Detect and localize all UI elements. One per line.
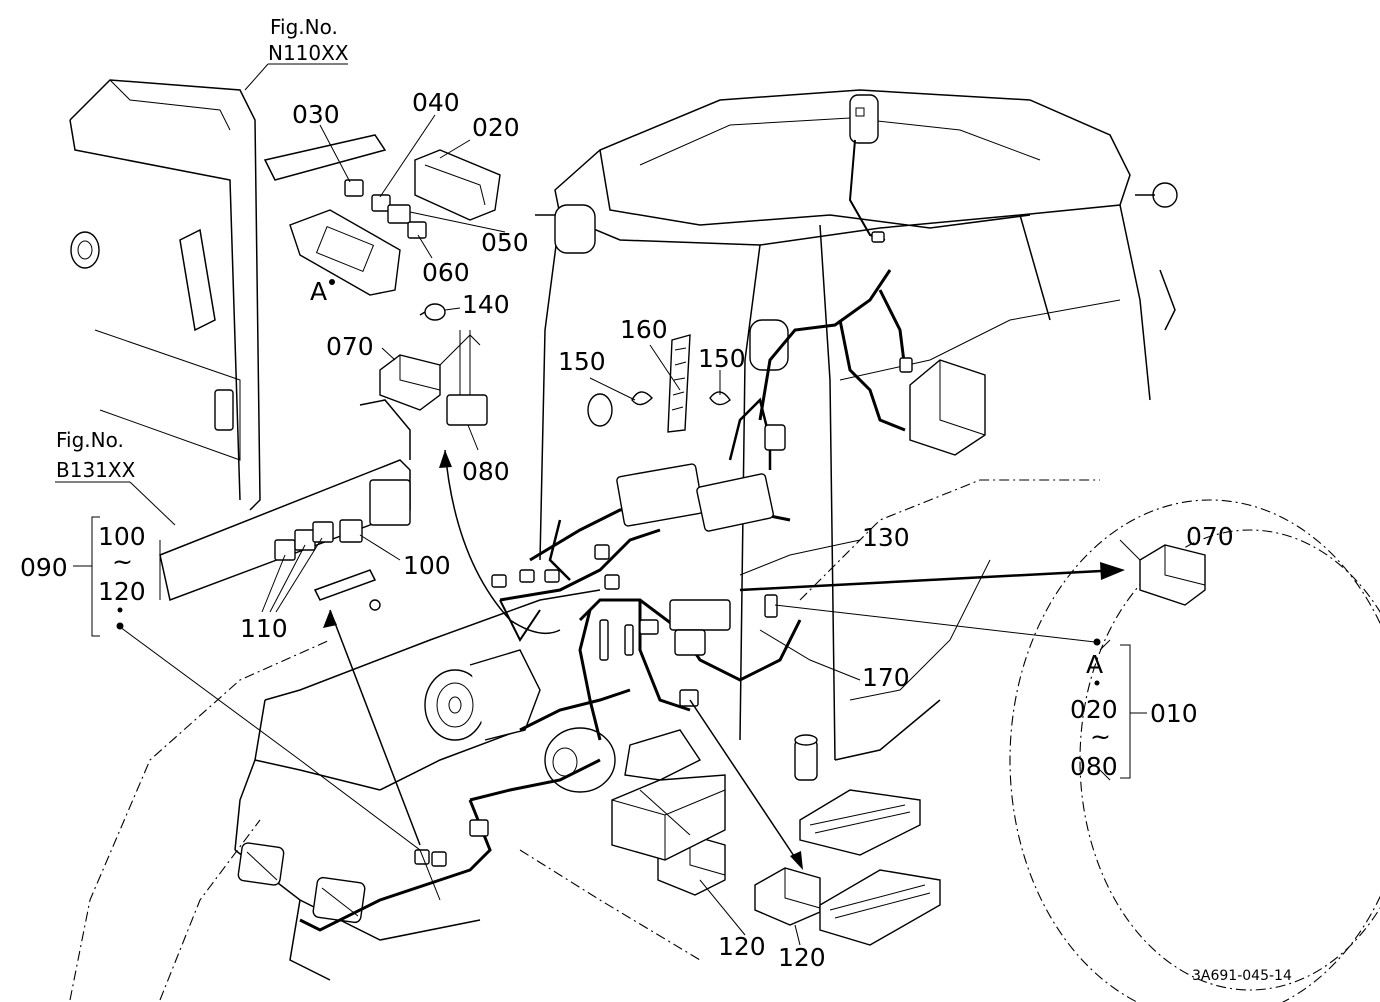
ref-dot-a-left <box>329 279 335 285</box>
label-080: 080 <box>462 457 510 486</box>
label-a-left: A <box>310 277 327 306</box>
figure-labels: Fig.No. N110XX Fig.No. B131XX <box>56 15 349 482</box>
console-outline <box>159 399 411 611</box>
reference-arrows <box>119 449 1125 901</box>
label-120-left: 120 <box>718 932 766 961</box>
instrument-panel-outline <box>69 79 401 511</box>
label-130: 130 <box>862 523 910 552</box>
ref-dot-small-right <box>1094 680 1100 686</box>
wheel-outlines <box>69 479 1380 1002</box>
label-170: 170 <box>862 663 910 692</box>
label-070-right: 070 <box>1186 522 1234 551</box>
range-080: 080 <box>1070 752 1118 781</box>
label-a-right: A <box>1086 650 1103 679</box>
fig-left-label: Fig.No. <box>56 428 124 452</box>
fig-top-label: Fig.No. <box>270 15 338 39</box>
label-030: 030 <box>292 100 340 129</box>
range-tilde: ~ <box>1090 722 1111 751</box>
ref-dot-right <box>1093 638 1101 646</box>
label-120-right: 120 <box>778 943 826 972</box>
range-020: 020 <box>1070 695 1118 724</box>
ref-dot-small <box>117 607 123 613</box>
group-120: 120 <box>98 577 146 606</box>
label-110: 110 <box>240 614 288 643</box>
label-060: 060 <box>422 258 470 287</box>
label-090: 090 <box>20 553 68 582</box>
ref-dot-left <box>116 622 124 630</box>
label-100: 100 <box>403 551 451 580</box>
part-number-labels: 030 040 020 050 060 A 140 070 080 090 10… <box>20 88 1234 972</box>
drawing-code: 3A691-045-14 <box>1192 968 1292 984</box>
group-100: 100 <box>98 522 146 551</box>
label-150-right: 150 <box>698 344 746 373</box>
fig-top-number: N110XX <box>268 41 349 65</box>
label-050: 050 <box>481 228 529 257</box>
relay-parts <box>344 94 1206 926</box>
tractor-hood-outline <box>234 589 601 981</box>
label-010: 010 <box>1150 699 1198 728</box>
wiring-harness <box>299 139 913 932</box>
label-140: 140 <box>462 290 510 319</box>
fig-left-number: B131XX <box>56 458 136 482</box>
leader-lines <box>55 63 1147 946</box>
label-070: 070 <box>326 332 374 361</box>
group-tilde: ~ <box>112 547 133 576</box>
tractor-cab-outline <box>535 89 1178 761</box>
label-160: 160 <box>620 315 668 344</box>
engine-components <box>424 649 941 946</box>
label-150-left: 150 <box>558 347 606 376</box>
label-020: 020 <box>472 113 520 142</box>
label-040: 040 <box>412 88 460 117</box>
